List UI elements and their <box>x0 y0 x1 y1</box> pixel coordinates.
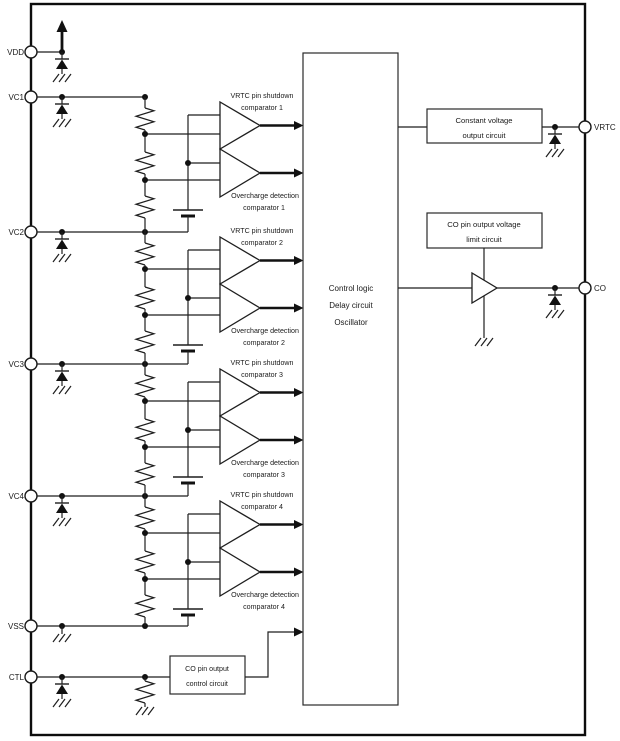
esd-diode-icon <box>546 127 564 157</box>
cell4-shutdown-label-2: comparator 4 <box>241 503 283 511</box>
cell3-stubs <box>144 485 189 496</box>
pin-vdd <box>24 45 38 59</box>
constant-voltage-label-2: output circuit <box>462 131 506 140</box>
cell2-overcharge-label-2: comparator 2 <box>243 339 285 347</box>
supply-arrow-icon <box>56 20 68 32</box>
cell1-shutdown-label-2: comparator 1 <box>241 104 283 112</box>
cell4-labels: VRTC pin shutdown comparator 4 Overcharg… <box>231 491 299 611</box>
pin-row-vc1 <box>37 94 148 127</box>
pin-vc4 <box>24 489 38 503</box>
pin-label-vc2: VC2 <box>8 228 24 237</box>
ground-icon <box>135 706 155 716</box>
esd-diode-icon <box>53 232 71 262</box>
cell4-overcharge-label-1: Overcharge detection <box>231 591 299 599</box>
pin-label-vss: VSS <box>8 622 24 631</box>
cell4-overcharge-label-2: comparator 4 <box>243 603 285 611</box>
pin-row-vc4 <box>37 493 188 526</box>
esd-diode-icon <box>53 52 71 82</box>
pin-terminals <box>24 45 592 684</box>
cell2-shutdown-label-1: VRTC pin shutdown <box>231 227 294 235</box>
control-logic-label-1: Control logic <box>329 284 373 293</box>
ground-icon <box>52 633 72 643</box>
co-buffer-icon <box>471 271 499 305</box>
esd-diode-icon <box>53 677 71 707</box>
pin-vss <box>24 619 38 633</box>
constant-voltage-label-1: Constant voltage <box>456 116 513 125</box>
control-logic-label-3: Oscillator <box>334 318 368 327</box>
cell1-shutdown-label-1: VRTC pin shutdown <box>231 92 294 100</box>
pin-ctl <box>24 670 38 684</box>
cell3-overcharge-label-1: Overcharge detection <box>231 459 299 467</box>
constant-voltage-block <box>426 108 543 144</box>
cell3-shutdown-label-2: comparator 3 <box>241 371 283 379</box>
esd-diode-icon <box>53 496 71 526</box>
pin-vc1 <box>24 90 38 104</box>
pin-row-vdd <box>37 20 71 82</box>
co-control-label-2: control circuit <box>186 680 228 688</box>
cell1-labels: VRTC pin shutdown comparator 1 Overcharg… <box>231 92 299 212</box>
pin-co <box>578 281 592 295</box>
pin-vrtc <box>578 120 592 134</box>
pin-row-ctl <box>37 674 170 716</box>
cell4-stubs <box>144 617 189 626</box>
cell3-labels: VRTC pin shutdown comparator 3 Overcharg… <box>231 359 299 479</box>
cell4-shutdown-label-1: VRTC pin shutdown <box>231 491 294 499</box>
cell2-labels: VRTC pin shutdown comparator 2 Overcharg… <box>231 227 299 347</box>
cell1-stubs <box>144 218 189 232</box>
cell2-shutdown-label-2: comparator 2 <box>241 239 283 247</box>
esd-diode-icon <box>53 364 71 394</box>
pin-row-vss <box>37 623 188 643</box>
co-control-block <box>169 655 246 695</box>
co-limit-label-2: limit circuit <box>466 235 502 244</box>
pin-label-vc3: VC3 <box>8 360 24 369</box>
cell1-overcharge-label-1: Overcharge detection <box>231 192 299 200</box>
co-limit-label-1: CO pin output voltage <box>447 220 520 229</box>
control-logic-block <box>302 52 399 706</box>
esd-diode-icon <box>546 288 564 318</box>
pin-label-ctl: CTL <box>9 673 25 682</box>
pin-vc3 <box>24 357 38 371</box>
pin-labels: VDD VC1 VC2 VC3 VC4 VSS CTL VRTC CO <box>7 48 616 682</box>
cell1-overcharge-label-2: comparator 1 <box>243 204 285 212</box>
cell3-overcharge-label-2: comparator 3 <box>243 471 285 479</box>
wire-co-control-to-logic <box>245 631 294 678</box>
pin-label-co: CO <box>594 284 606 293</box>
cell3-shutdown-label-1: VRTC pin shutdown <box>231 359 294 367</box>
co-control-label-1: CO pin output <box>185 665 229 673</box>
pin-vc2 <box>24 225 38 239</box>
control-logic-label-2: Delay circuit <box>329 301 373 310</box>
pin-row-vc3 <box>37 361 188 394</box>
pulldown-resistor-icon <box>135 680 155 704</box>
cell2-stubs <box>144 353 189 364</box>
esd-diode-icon <box>53 97 71 127</box>
pin-row-vc2 <box>37 229 188 262</box>
ground-icon <box>474 337 494 347</box>
co-limit-block <box>426 212 543 249</box>
cell2-overcharge-label-1: Overcharge detection <box>231 327 299 335</box>
pin-label-vc1: VC1 <box>8 93 24 102</box>
pin-label-vdd: VDD <box>7 48 24 57</box>
pin-label-vrtc: VRTC <box>594 123 616 132</box>
pin-label-vc4: VC4 <box>8 492 24 501</box>
